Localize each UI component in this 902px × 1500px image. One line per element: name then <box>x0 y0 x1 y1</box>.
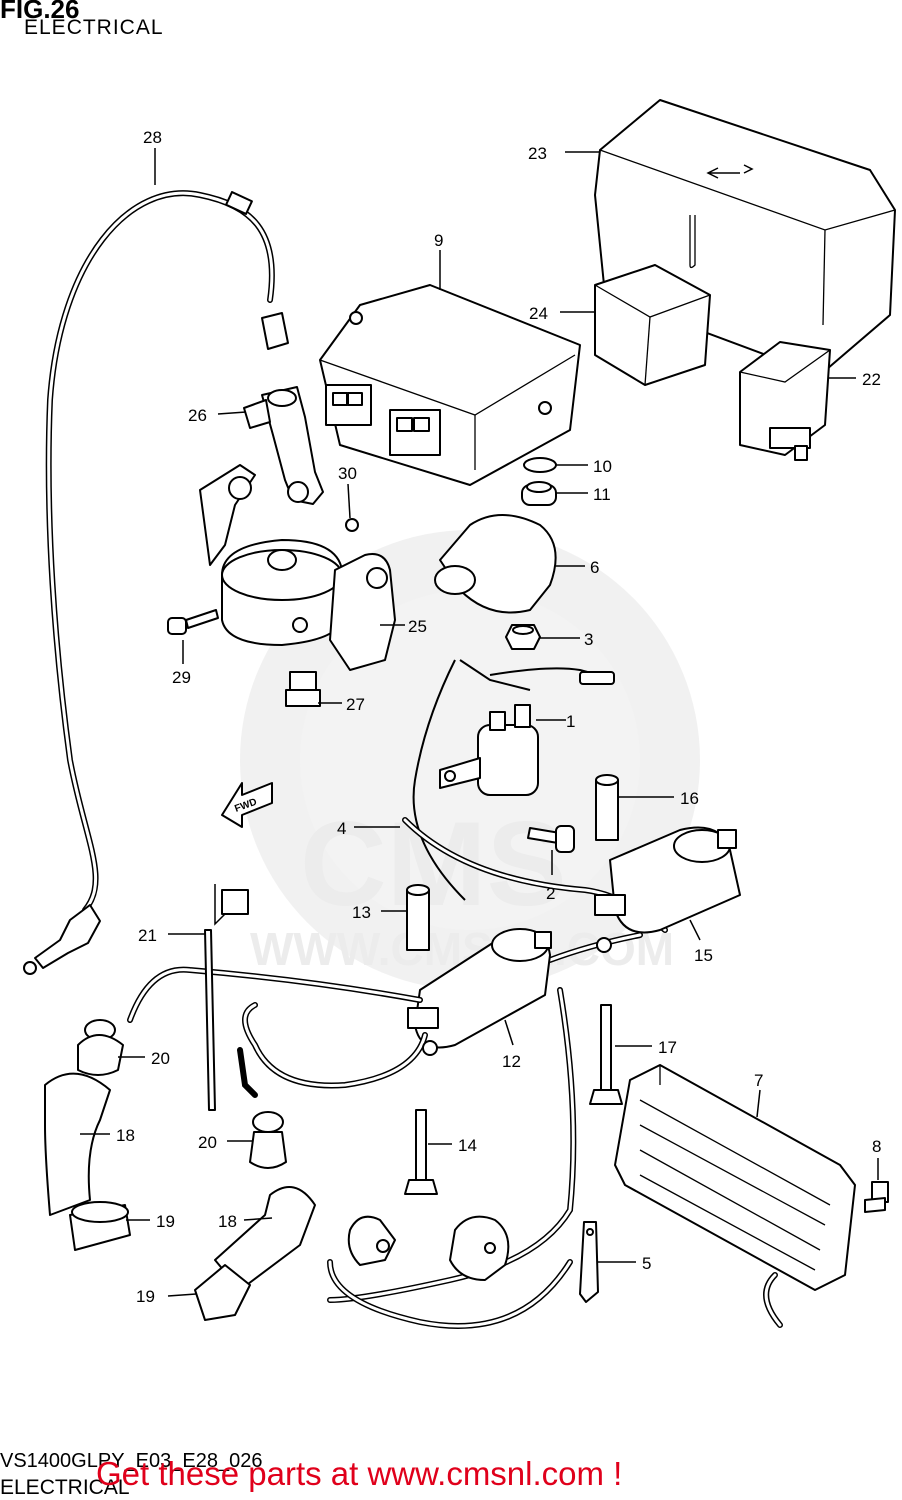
callout-17: 17 <box>658 1038 677 1057</box>
part-1-starter-relay <box>412 659 615 901</box>
figure-title: FIG.26 <box>0 0 80 24</box>
part-12-ignition-coil <box>127 928 552 1089</box>
callout-22: 22 <box>862 370 881 389</box>
part-25-horn-assembly <box>199 464 396 671</box>
promo-link[interactable]: Get these parts at www.cmsnl.com ! <box>96 1455 623 1492</box>
part-9-control-unit <box>319 284 581 486</box>
part-15-ignition-coil <box>547 826 741 963</box>
callout-21: 21 <box>138 926 157 945</box>
callout-11: 11 <box>593 485 611 504</box>
part-27-nut <box>285 671 321 707</box>
callout-8: 8 <box>872 1137 881 1156</box>
part-11-cushion <box>521 481 557 506</box>
leader-lines <box>80 148 879 1297</box>
part-14-bolt <box>404 1109 438 1195</box>
part-20-cap-lower <box>249 1111 287 1169</box>
callout-23: 23 <box>528 144 547 163</box>
callout-10: 10 <box>593 457 612 476</box>
callout-5: 5 <box>642 1254 651 1273</box>
part-10-washer <box>523 457 557 473</box>
callout-25: 25 <box>408 617 427 636</box>
fwd-arrow: FWD <box>221 782 273 828</box>
callout-28: 28 <box>143 128 162 147</box>
part-26-bracket <box>243 386 324 505</box>
callout-labels: 1 2 3 4 5 6 7 8 9 10 11 12 13 14 15 16 1… <box>116 128 881 1306</box>
callout-12: 12 <box>502 1052 521 1071</box>
callout-29: 29 <box>172 668 191 687</box>
part-22-relay <box>739 341 831 461</box>
harness-connector-left <box>347 1215 396 1266</box>
callout-3: 3 <box>584 630 593 649</box>
watermark-brand: CMS <box>300 797 567 931</box>
part-17-bolt <box>589 1004 623 1105</box>
part-16-spacer <box>595 774 619 841</box>
callout-9: 9 <box>434 231 443 250</box>
part-8-bolt <box>864 1181 889 1213</box>
callout-19-left: 19 <box>156 1212 175 1231</box>
part-2-bolt <box>527 825 575 853</box>
callout-19-right: 19 <box>136 1287 155 1306</box>
callout-27: 27 <box>346 695 365 714</box>
part-13-spacer <box>406 884 430 951</box>
part-6-cap <box>434 514 557 614</box>
callout-2: 2 <box>546 884 555 903</box>
callout-16: 16 <box>680 789 699 808</box>
callout-20-lower: 20 <box>198 1133 217 1152</box>
part-19-cap-left <box>69 1201 131 1251</box>
callout-14: 14 <box>458 1136 477 1155</box>
model-code: VS1400GLPY_E03_E28_026 <box>0 1450 263 1472</box>
part-20-cap-upper <box>77 1019 124 1076</box>
callout-6: 6 <box>590 558 599 577</box>
callout-15: 15 <box>694 946 713 965</box>
part-24-relay <box>594 264 711 386</box>
part-3-nut <box>505 624 541 650</box>
part-29-bolt <box>167 609 219 635</box>
part-5-clamp <box>579 1221 599 1303</box>
callout-7: 7 <box>754 1071 763 1090</box>
callout-4: 4 <box>337 819 346 838</box>
part-28-cable <box>23 190 289 975</box>
part-19-cap-right <box>194 1264 251 1321</box>
harness-connector-right <box>449 1215 510 1281</box>
callout-20-upper: 20 <box>151 1049 170 1068</box>
callout-18-left: 18 <box>116 1126 135 1145</box>
part-30-nut <box>345 518 359 532</box>
part-7-regulator <box>614 1064 856 1328</box>
callout-18-right: 18 <box>218 1212 237 1231</box>
callout-24: 24 <box>529 304 548 323</box>
callout-30: 30 <box>338 464 357 483</box>
parts-diagram: CMS WWW.CMSNL.COM <box>23 99 896 1329</box>
figure-subtitle: ELECTRICAL <box>24 16 164 39</box>
callout-13: 13 <box>352 903 371 922</box>
part-18-boot-left <box>44 1072 111 1216</box>
footer-subtitle: ELECTRICAL <box>0 1476 130 1499</box>
callout-1: 1 <box>566 712 575 731</box>
plug-lead <box>237 1047 258 1098</box>
part-21-cable-tie <box>204 884 249 1111</box>
callout-26: 26 <box>188 406 207 425</box>
